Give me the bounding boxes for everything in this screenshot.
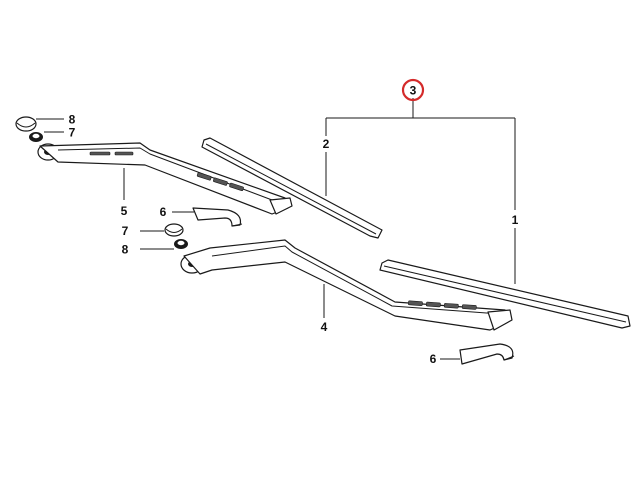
wiper-arm-lower (180, 239, 513, 331)
callout-2[interactable]: 2 (323, 137, 330, 151)
callout-1[interactable]: 1 (512, 213, 519, 227)
wiper-blade-upper (201, 137, 383, 239)
callout-4[interactable]: 4 (321, 320, 328, 334)
wiper-arm-upper (37, 142, 293, 215)
callout-8-middle[interactable]: 8 (122, 243, 129, 257)
callout-6-middle[interactable]: 6 (160, 205, 167, 219)
highlight-circle (401, 78, 425, 102)
callout-7-middle[interactable]: 7 (122, 224, 129, 238)
nut-part-top (29, 132, 43, 142)
callout-5[interactable]: 5 (121, 204, 128, 218)
callout-bracket-3 (325, 98, 516, 284)
clip-part-bottom (459, 343, 515, 365)
callout-6-bottom[interactable]: 6 (430, 352, 437, 366)
nut-part-middle (174, 239, 188, 249)
clip-part-middle (192, 207, 243, 227)
cap-part-middle (164, 223, 184, 237)
cap-part-top (15, 116, 37, 132)
callout-7-top[interactable]: 7 (69, 126, 76, 140)
callout-3[interactable]: 3 (410, 84, 417, 98)
callout-8-top[interactable]: 8 (69, 113, 76, 127)
wiper-blade-lower (379, 259, 631, 329)
